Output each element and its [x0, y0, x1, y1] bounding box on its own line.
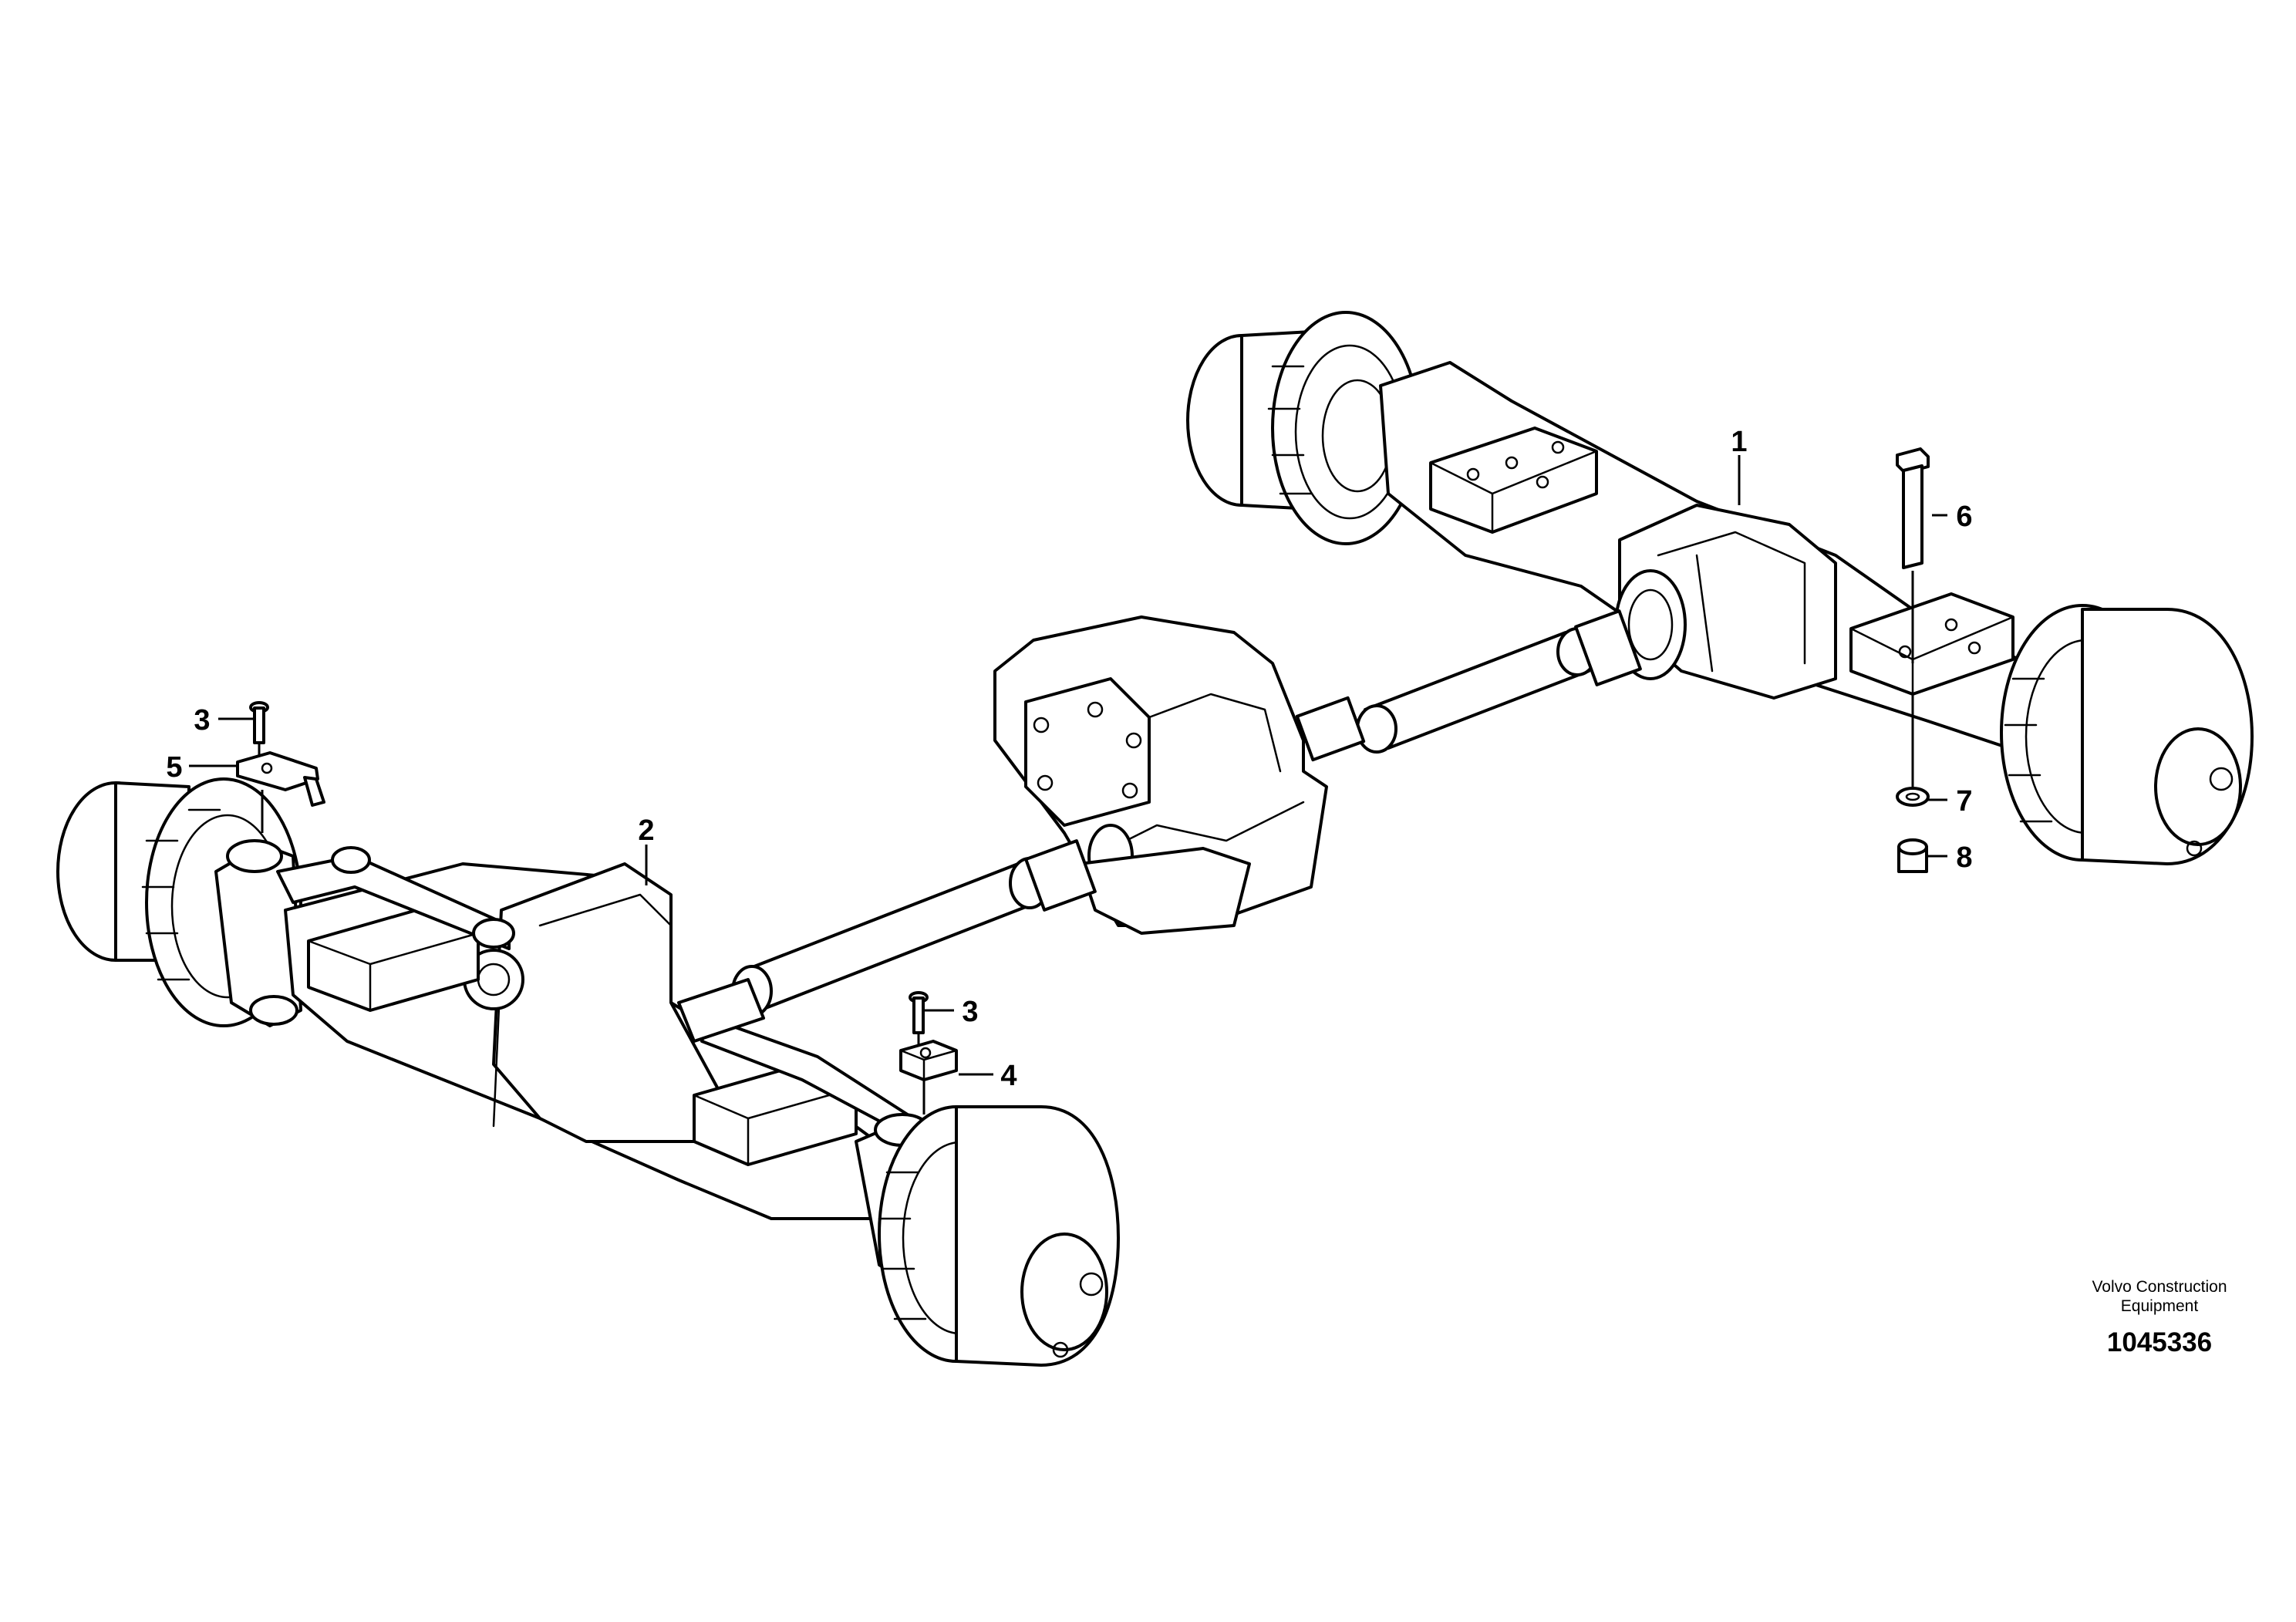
front-propeller-shaft: [731, 839, 1097, 1017]
rear-propeller-shaft: [1295, 609, 1642, 762]
rear-right-brake-drum: [2081, 608, 2254, 865]
block-part-4: [899, 1040, 958, 1114]
callout-4: 4: [1000, 1060, 1017, 1092]
front-left-steering-knuckle: [214, 839, 302, 1027]
front-axle-beam: [276, 846, 927, 1220]
bracket-part-5: [236, 751, 325, 833]
callout-6: 6: [1956, 501, 1972, 533]
nut-part-8: [1897, 838, 1928, 873]
bolt-part-6: [1896, 447, 1930, 663]
callout-leaders: [189, 455, 1947, 1076]
screw-part-3-upper: [249, 701, 269, 760]
washer-part-7: [1896, 694, 1930, 807]
front-axle-assembly: [56, 777, 1120, 1367]
callout-3-upper: 3: [194, 704, 210, 737]
document-number: 1045336: [2107, 1327, 2212, 1357]
rear-left-wheel-hub: [1267, 311, 1421, 545]
rear-axle-assembly: [1186, 311, 2254, 865]
brand-line-2: Equipment: [2121, 1297, 2199, 1315]
callout-8: 8: [1956, 841, 1972, 874]
callout-2: 2: [638, 814, 654, 847]
callout-7: 7: [1956, 785, 1972, 818]
rear-axle-housing: [1379, 361, 2045, 761]
brand-line-1: Volvo Construction: [2092, 1278, 2227, 1296]
callout-5: 5: [166, 751, 182, 784]
callout-1: 1: [1731, 426, 1747, 458]
screw-part-3-lower: [909, 991, 929, 1047]
front-right-brake-drum: [955, 1105, 1120, 1367]
callout-3-lower: 3: [962, 996, 978, 1028]
